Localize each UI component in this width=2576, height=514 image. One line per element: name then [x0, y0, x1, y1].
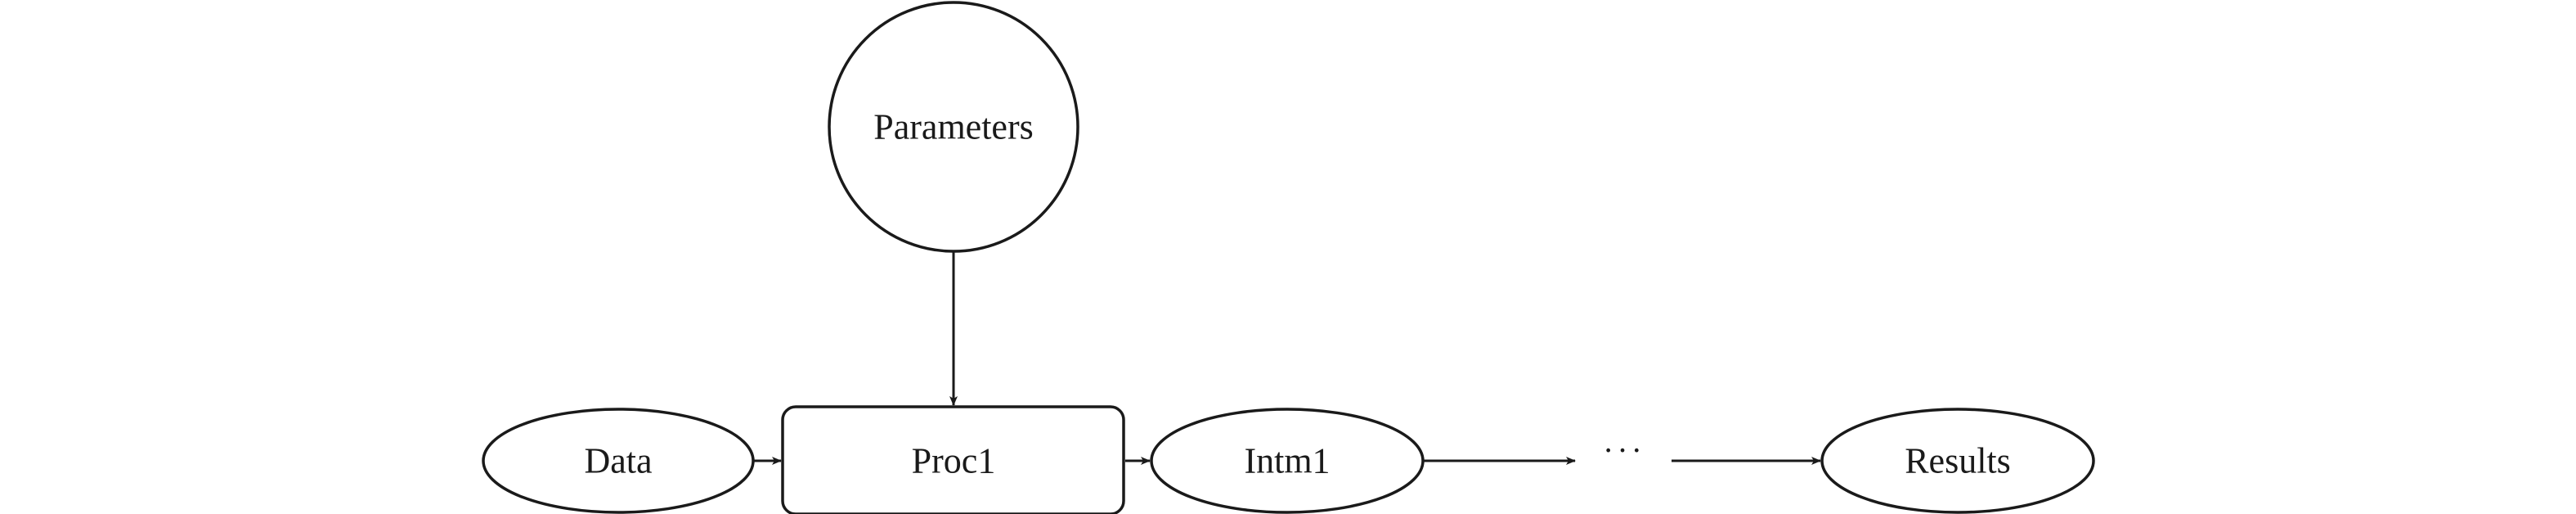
- node-proc1: Proc1: [781, 405, 1125, 514]
- node-proc1-label: Proc1: [912, 441, 996, 481]
- node-ellipsis-label: ···: [1603, 432, 1645, 469]
- node-data-label: Data: [584, 441, 652, 481]
- node-parameters-label: Parameters: [873, 107, 1033, 147]
- node-intm1-label: Intm1: [1244, 441, 1330, 481]
- node-data: Data: [482, 408, 755, 514]
- node-parameters: Parameters: [828, 1, 1079, 253]
- node-intm1: Intm1: [1150, 408, 1425, 514]
- node-results-label: Results: [1905, 441, 2011, 481]
- node-results: Results: [1820, 408, 2095, 514]
